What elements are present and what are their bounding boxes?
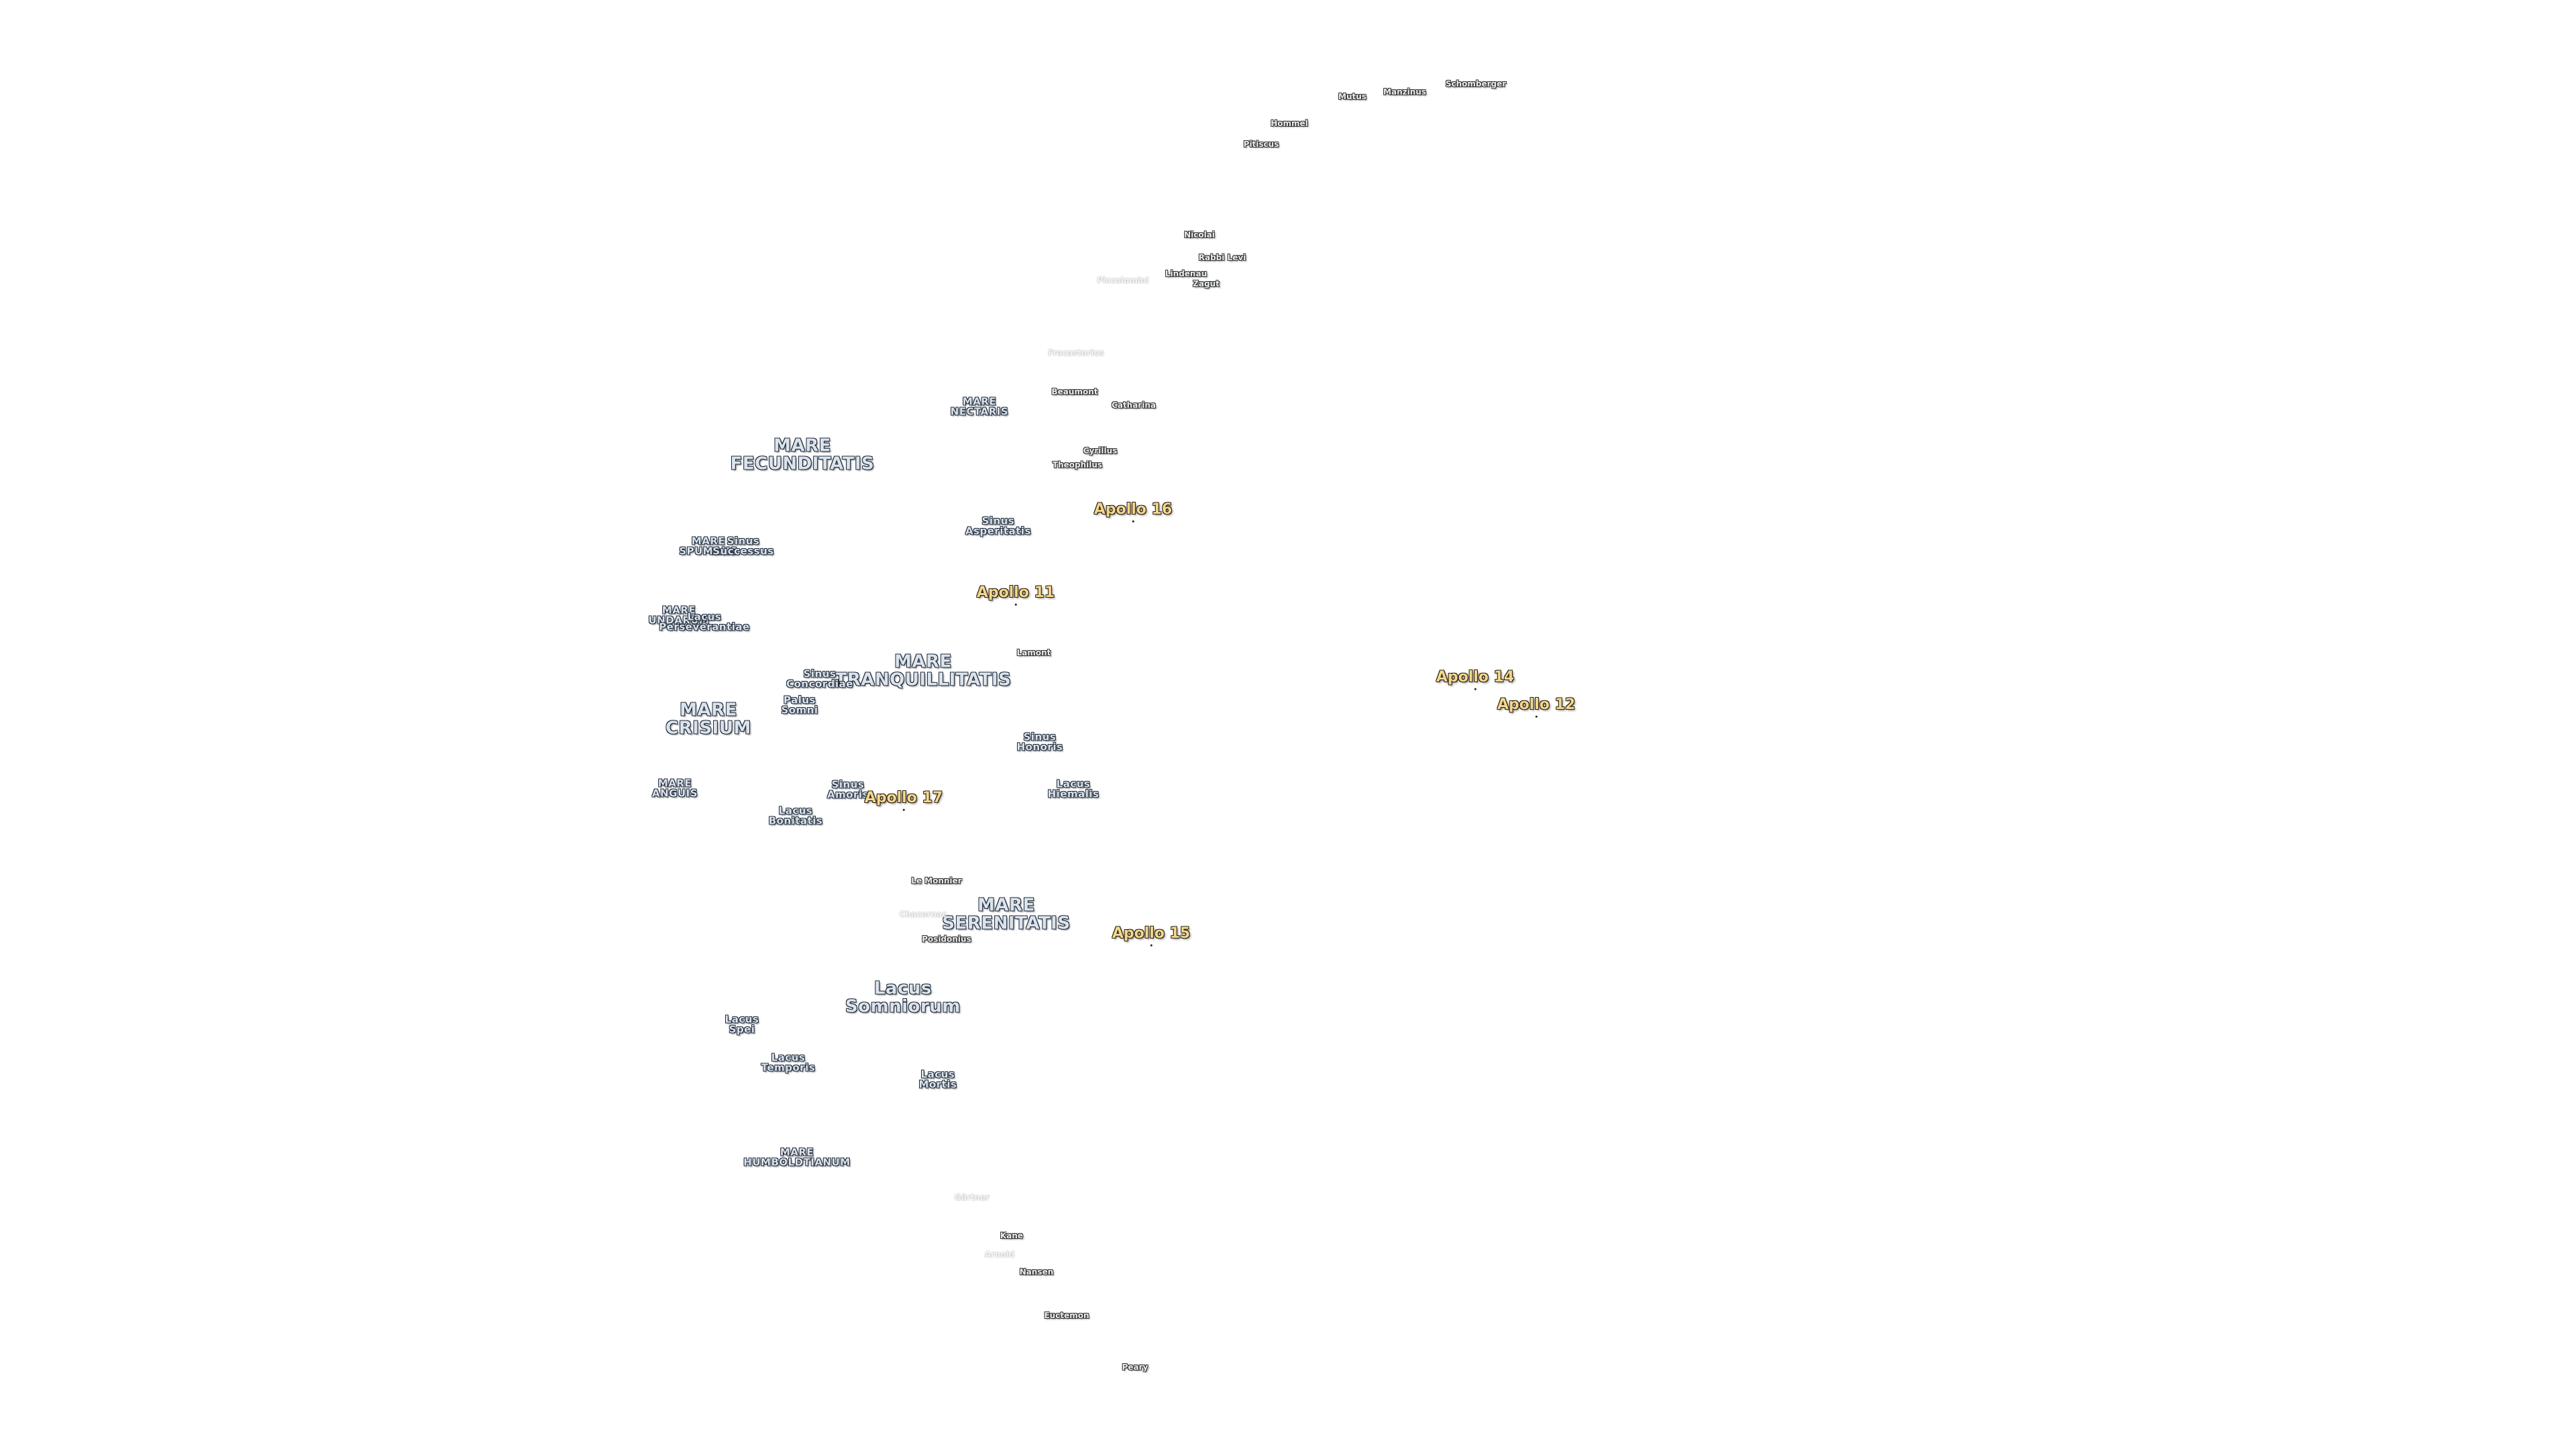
- label-lacus-temporis-line: Lacus: [771, 1051, 806, 1064]
- label-lacus-hiemalis-line: Lacus: [1056, 777, 1091, 790]
- label-lacus-temporis-line: Temporis: [761, 1062, 816, 1074]
- label-mare-serenitatis-line: SERENITATIS: [942, 913, 1071, 933]
- label-palus-somni-line: Somni: [781, 704, 818, 716]
- label-sinus-amoris-line: Amoris: [826, 789, 869, 801]
- landing-site-apollo-15[interactable]: Apollo 15: [1112, 924, 1191, 947]
- crater-label-kane[interactable]: Kane: [1000, 1230, 1024, 1240]
- label-sinus-amoris-line: Sinus: [831, 778, 865, 791]
- crater-label-euctemon[interactable]: Euctemon: [1044, 1310, 1089, 1320]
- label-mare-anguis-line: ANGUIS: [651, 788, 698, 800]
- label-mare-crisium-line: CRISIUM: [665, 718, 751, 738]
- label-lacus-hiemalis-line: Hiemalis: [1047, 788, 1099, 800]
- crater-label-manzinus[interactable]: Manzinus: [1383, 87, 1426, 97]
- label-mare-fecunditatis-line: MARE: [773, 435, 831, 456]
- label-lacus-spei-line: Lacus: [724, 1013, 759, 1026]
- crater-label-chacornac[interactable]: Chacornac: [899, 909, 947, 919]
- crater-label-peary[interactable]: Peary: [1122, 1362, 1148, 1372]
- crater-label-lindenau[interactable]: Lindenau: [1165, 268, 1208, 278]
- crater-label-gartner[interactable]: Gärtner: [954, 1192, 990, 1202]
- label-sinus-successus-line: Sinus: [727, 535, 760, 547]
- label-lacus-somniorum-line: Lacus: [873, 978, 932, 999]
- label-lacus-bonitatis-line: Lacus: [778, 804, 813, 817]
- crater-label-posidonius[interactable]: Posidonius: [922, 934, 971, 944]
- label-lacus-mortis-line: Lacus: [920, 1068, 955, 1081]
- landing-site-apollo-16[interactable]: Apollo 16: [1093, 500, 1173, 523]
- landing-site-apollo-11[interactable]: Apollo 11: [976, 584, 1055, 606]
- label-lacus-spei-line: Spei: [729, 1024, 755, 1036]
- crater-label-fracastorius[interactable]: Fracastorius: [1048, 347, 1104, 358]
- label-mare-humboldtianum-line: HUMBOLDTIANUM: [743, 1157, 851, 1169]
- crater-label-rabbi-levi[interactable]: Rabbi Levi: [1198, 252, 1246, 262]
- label-sinus-honoris-line: Honoris: [1016, 741, 1063, 753]
- label-mare-tranquillitatis-line: TRANQUILLITATIS: [835, 669, 1012, 690]
- crater-label-le-monnier[interactable]: Le Monnier: [911, 875, 962, 885]
- crater-label-nicolai[interactable]: Nicolai: [1184, 229, 1215, 239]
- crater-label-beaumont[interactable]: Beaumont: [1051, 386, 1098, 396]
- label-mare-humboldtianum-line: MARE: [780, 1146, 814, 1159]
- label-mare-serenitatis-line: MARE: [977, 895, 1035, 916]
- label-palus-somni-line: Palus: [784, 694, 816, 706]
- label-sinus-concordiae-line: Concordiae: [786, 678, 853, 690]
- crater-label-catharina[interactable]: Catharina: [1112, 400, 1156, 410]
- crater-label-zagut[interactable]: Zagut: [1193, 278, 1220, 288]
- label-mare-nectaris-line: MARE: [962, 395, 997, 408]
- label-lacus-mortis-line: Mortis: [918, 1079, 957, 1091]
- label-lacus-bonitatis-line: Bonitatis: [768, 815, 823, 827]
- crater-label-mutus[interactable]: Mutus: [1338, 91, 1366, 101]
- label-mare-fecunditatis-line: FECUNDITATIS: [730, 453, 875, 474]
- label-mare-undarum-line: MARE: [661, 604, 696, 616]
- crater-label-theophilus[interactable]: Theophilus: [1052, 460, 1103, 470]
- crater-label-piccolomini[interactable]: Piccolomini: [1097, 275, 1149, 285]
- label-mare-undarum-line: UNDARUM: [648, 614, 710, 627]
- label-lacus-perseverantiae-line: Perseverantiae: [659, 621, 750, 633]
- landing-site-apollo-17[interactable]: Apollo 17: [864, 789, 943, 812]
- label-lacus-somniorum-line: Somniorum: [845, 996, 961, 1016]
- label-lacus-perseverantiae-line: Lacus: [687, 610, 722, 623]
- landing-site-apollo-12[interactable]: Apollo 12: [1497, 696, 1576, 718]
- crater-label-hommel[interactable]: Hommel: [1271, 118, 1308, 128]
- label-sinus-successus-line: Successus: [712, 545, 774, 557]
- label-sinus-asperitatis-line: Asperitatis: [965, 525, 1032, 537]
- label-mare-spumans-line: MARE: [691, 535, 726, 547]
- label-sinus-asperitatis-line: Sinus: [981, 515, 1015, 527]
- crater-label-nansen[interactable]: Nansen: [1019, 1267, 1054, 1277]
- label-sinus-concordiae-line: Sinus: [803, 667, 837, 680]
- label-mare-anguis-line: MARE: [657, 777, 692, 790]
- crater-label-lamont[interactable]: Lamont: [1016, 647, 1051, 657]
- crater-label-pitiscus[interactable]: Pitiscus: [1243, 139, 1279, 149]
- label-mare-nectaris-line: NECTARIS: [950, 406, 1009, 418]
- label-mare-spumans-line: SPUMANS: [679, 545, 738, 557]
- crater-label-schomberger[interactable]: Schomberger: [1445, 78, 1507, 89]
- crater-label-arnold[interactable]: Arnold: [984, 1249, 1015, 1259]
- crater-label-cyrillus[interactable]: Cyrillus: [1083, 445, 1118, 455]
- landing-site-apollo-14[interactable]: Apollo 14: [1436, 668, 1515, 691]
- label-mare-crisium-line: MARE: [680, 700, 737, 720]
- label-sinus-honoris-line: Sinus: [1023, 731, 1057, 743]
- label-mare-tranquillitatis-line: MARE: [894, 651, 952, 672]
